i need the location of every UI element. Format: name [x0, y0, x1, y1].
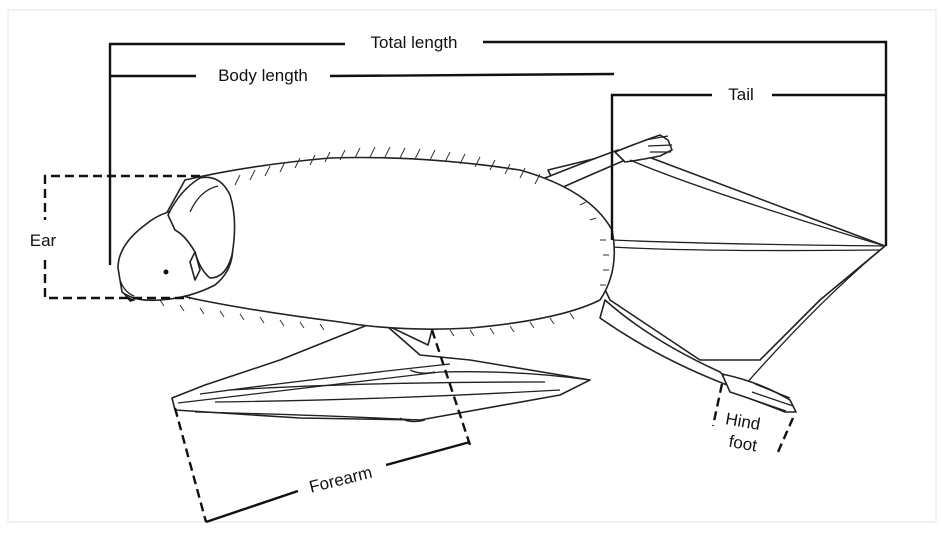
tail-label: Tail — [728, 85, 754, 104]
body-length-label: Body length — [218, 66, 308, 85]
total-length-label: Total length — [371, 33, 458, 52]
eye-icon — [164, 270, 169, 275]
ear-label: Ear — [30, 231, 57, 250]
